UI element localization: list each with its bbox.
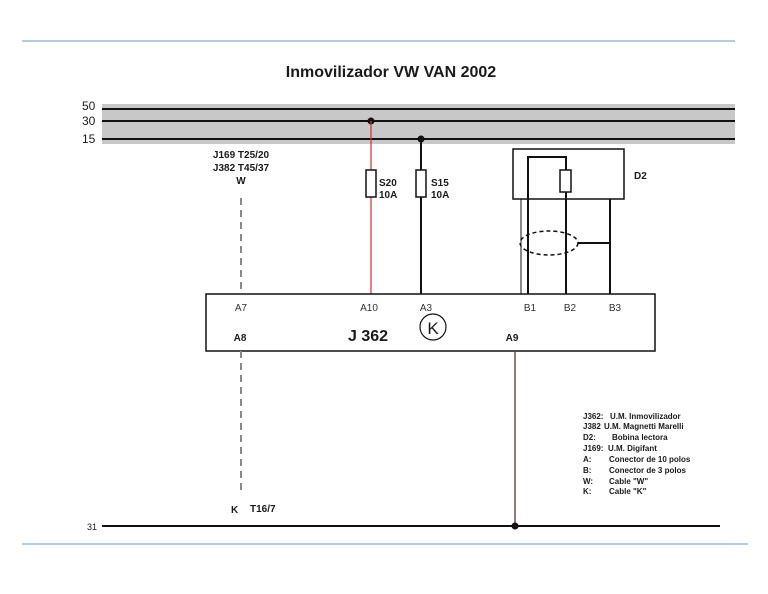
coil-inner-loop (527, 156, 567, 294)
coil-resistor-icon (559, 169, 572, 193)
k-symbol-circle (419, 313, 447, 341)
pin-b3: B3 (609, 303, 622, 314)
legend-key-7: K: (583, 487, 591, 496)
fuse-s20-rating: 10A (379, 190, 397, 201)
legend-key-2: D2: (583, 433, 596, 442)
legend-text-2: Bobina lectora (612, 433, 668, 442)
connector-note-line2: J382 T45/37 (213, 163, 270, 174)
bus-15-label: 15 (82, 132, 96, 146)
legend-key-1: J382 (583, 422, 601, 431)
legend: J362: U.M. Inmovilizador J382 U.M. Magne… (583, 412, 691, 496)
reader-coil-label: D2 (634, 171, 647, 182)
legend-key-5: B: (583, 466, 591, 475)
pin-a10: A10 (360, 303, 378, 314)
pin-a8: A8 (234, 333, 247, 344)
legend-text-7: Cable "K" (609, 487, 647, 496)
legend-key-0: J362: (583, 412, 603, 421)
legend-text-5: Conector de 3 polos (609, 466, 686, 475)
legend-text-4: Conector de 10 polos (609, 455, 691, 464)
fuse-s20-icon (365, 169, 377, 198)
shield-ellipse (519, 230, 579, 256)
k-symbol-letter: K (427, 319, 439, 338)
bus-50-label: 50 (82, 99, 96, 113)
legend-key-4: A: (583, 455, 591, 464)
legend-text-6: Cable "W" (609, 477, 648, 486)
diagram-title: Inmovilizador VW VAN 2002 (286, 64, 497, 81)
connector-note-line1: J169 T25/20 (213, 150, 270, 161)
fuse-s20-name: S20 (379, 178, 397, 189)
bus-30-label: 30 (82, 114, 96, 128)
pin-a3: A3 (420, 303, 433, 314)
fuse-s15-name: S15 (431, 178, 449, 189)
pin-b2: B2 (564, 303, 577, 314)
ground-bus-label: 31 (87, 522, 97, 532)
legend-key-3: J169: (583, 444, 603, 453)
legend-text-3: U.M. Digifant (608, 444, 657, 453)
pin-a7: A7 (235, 303, 248, 314)
module-name: J 362 (348, 328, 388, 345)
legend-text-1: U.M. Magnetti Marelli (604, 422, 684, 431)
legend-key-6: W: (583, 477, 593, 486)
pin-b1: B1 (524, 303, 537, 314)
legend-text-0: U.M. Inmovilizador (610, 412, 681, 421)
fuse-s15-icon (415, 169, 427, 198)
pin-a9: A9 (506, 333, 519, 344)
fuse-s15-rating: 10A (431, 190, 449, 201)
bottom-connector-k: K (231, 505, 239, 516)
bottom-connector-t: T16/7 (250, 504, 276, 515)
connector-note-line3: W (236, 176, 246, 187)
